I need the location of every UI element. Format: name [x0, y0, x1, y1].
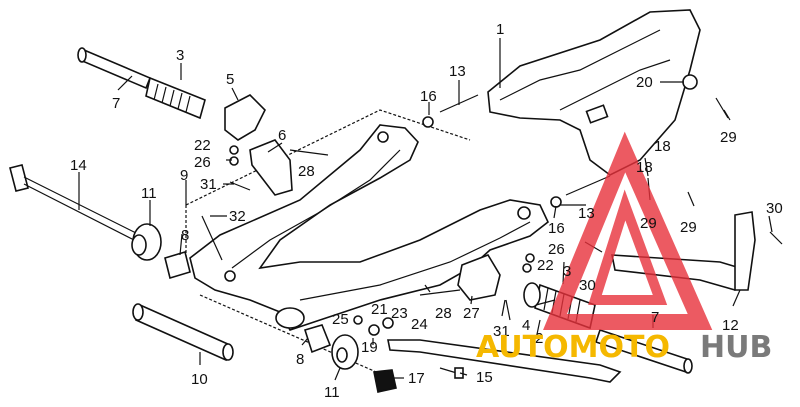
callout-27: 27 [463, 305, 480, 322]
callout-10: 10 [191, 371, 208, 388]
bolt-13-lower [565, 175, 611, 196]
nut-16-lower [550, 196, 562, 208]
nut-26-right [525, 253, 535, 263]
callout-12: 12 [722, 317, 739, 334]
callout-32: 32 [229, 208, 246, 225]
bolt-15 [439, 367, 464, 379]
callout-19: 19 [361, 339, 378, 356]
watermark-text-hub: HUB [700, 330, 772, 365]
callout-16-upper: 16 [420, 88, 437, 105]
nut-16-upper [422, 116, 434, 128]
bolt-30-a [769, 231, 783, 245]
bolt-31-a [229, 181, 251, 191]
pivot-bushing-left [164, 250, 191, 280]
bolt-32 [201, 215, 223, 261]
footpeg-rod-right [594, 328, 693, 374]
footpeg-rod-left [77, 47, 206, 120]
callout-29-right: 29 [680, 219, 697, 236]
bolt-28-b [419, 289, 461, 296]
callout-8-upper: 8 [181, 227, 189, 244]
chain-case [487, 9, 701, 176]
washer-20 [682, 74, 698, 90]
callout-2: 2 [535, 330, 543, 347]
callout-13-lower: 13 [578, 205, 595, 222]
callout-24: 24 [411, 316, 428, 333]
callout-31-upper: 31 [200, 176, 217, 193]
swing-arm [189, 124, 549, 331]
callout-8-lower: 8 [296, 351, 304, 368]
callout-23: 23 [391, 305, 408, 322]
callout-20: 20 [636, 74, 653, 91]
callout-26-left: 26 [194, 154, 211, 171]
peg-bracket [224, 94, 266, 141]
chain-guide [387, 339, 622, 383]
callout-15: 15 [476, 369, 493, 386]
callout-7-lower: 7 [651, 309, 659, 326]
callout-22-right: 22 [537, 257, 554, 274]
pivot-collar [132, 303, 234, 362]
callout-22-left: 22 [194, 137, 211, 154]
cap-nut [373, 369, 397, 393]
callout-1: 1 [496, 21, 504, 38]
callout-18-left: 18 [654, 138, 671, 155]
callout-3-upper: 3 [176, 47, 184, 64]
callout-21: 21 [371, 301, 388, 318]
callout-28-lower: 28 [435, 305, 452, 322]
pivot-bushing-right [303, 324, 332, 354]
callout-5: 5 [226, 71, 234, 88]
leader-lines [78, 38, 773, 381]
callout-30-lower: 30 [579, 277, 596, 294]
washer-24 [382, 317, 394, 329]
callout-6: 6 [278, 127, 286, 144]
mount-bracket [249, 139, 293, 196]
pivot-bolt [9, 164, 141, 243]
washer-23 [368, 324, 380, 336]
callout-30-right: 30 [766, 200, 783, 217]
washer-22-right [522, 263, 532, 273]
callout-28-upper: 28 [298, 163, 315, 180]
callout-31-lower: 31 [493, 323, 510, 340]
callout-26-right: 26 [548, 241, 565, 258]
nut-21 [353, 315, 363, 325]
callout-7-upper: 7 [112, 95, 120, 112]
callout-17: 17 [408, 370, 425, 387]
watermark-text-automoto: AUTOMOTO [476, 330, 670, 365]
bolt-29-c [687, 191, 695, 207]
callout-29-upper: 29 [720, 129, 737, 146]
callout-9: 9 [180, 167, 188, 184]
callout-29-mid: 29 [640, 215, 657, 232]
callout-18-right: 18 [636, 159, 653, 176]
washer-22-left [229, 145, 239, 155]
callout-11-lower: 11 [324, 384, 340, 401]
callout-25: 25 [332, 311, 349, 328]
callout-4: 4 [522, 317, 530, 334]
callout-14: 14 [70, 157, 87, 174]
bolt-28-a [289, 149, 329, 156]
watermark-logo-icon [543, 131, 713, 330]
callout-3-lower: 3 [563, 263, 571, 280]
callout-13-upper: 13 [449, 63, 466, 80]
bracket-27 [457, 254, 501, 301]
callout-16-lower: 16 [548, 220, 565, 237]
callout-11-upper: 11 [141, 185, 157, 202]
bolt-29-a [715, 97, 729, 119]
bolt-31-b [505, 299, 511, 321]
watermark: AUTOMOTO HUB [476, 330, 772, 365]
nut-26-left [229, 156, 239, 166]
callout-labels: 1 3 5 7 13 16 20 29 6 22 26 28 18 18 14 … [70, 21, 783, 401]
